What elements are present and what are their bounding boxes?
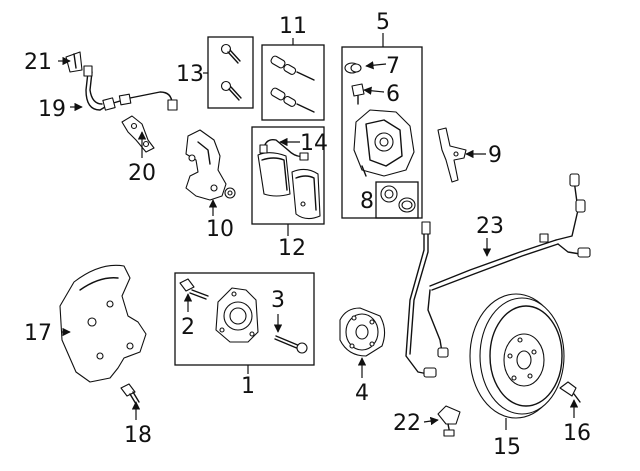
callout-3: 3 [271,288,285,313]
hub-bearing-1 [215,287,259,343]
callout-4: 4 [355,381,369,406]
hose-bracket-20 [121,115,155,153]
callout-15: 15 [493,435,521,460]
splash-shield-17 [59,264,147,383]
callout-1: 1 [241,374,255,399]
caliper-bolts-13 [220,43,242,101]
hub-bolt-2 [179,278,209,300]
callout-7: 7 [386,54,400,79]
callout-6: 6 [386,82,400,107]
caliper-bracket-10 [185,129,236,201]
sensor-bracket-9 [437,127,467,183]
shield-bolt-18 [120,383,140,405]
axle-bolt-3 [274,335,308,354]
wheel-hub-4 [339,307,386,357]
callout-9: 9 [488,143,502,168]
brake-pads-12 [257,152,321,220]
callout-22: 22 [393,411,421,436]
callout-5: 5 [376,10,390,35]
leader-7 [365,61,387,70]
callout-11: 11 [279,14,307,39]
callout-20: 20 [128,161,156,186]
bleeder-cap-7 [344,62,362,74]
callout-16: 16 [563,421,591,446]
seal-kit-8 [380,185,416,213]
callout-2: 2 [181,315,195,340]
callout-8: 8 [360,189,374,214]
callout-23: 23 [476,214,504,239]
callout-12: 12 [278,236,306,261]
callout-19: 19 [38,97,66,122]
callout-21: 21 [24,50,52,75]
abs-harness-23 [405,173,591,378]
callout-13: 13 [176,62,204,87]
caliper-5 [353,109,415,177]
box-1 [174,272,315,366]
abs-sensor-22 [437,405,461,437]
guide-pins-11 [270,55,315,113]
callout-14: 14 [300,131,328,156]
callout-18: 18 [124,423,152,448]
rotor-screw-16 [559,381,581,403]
callout-17: 17 [24,321,52,346]
leader-6 [363,86,385,95]
brake-rotor-15 [469,293,565,419]
callout-10: 10 [206,217,234,242]
brake-hose-19 [83,65,178,111]
box-8 [375,181,419,219]
bracket-clip-21 [65,51,83,73]
box-11 [261,44,325,121]
bleeder-screw-6 [351,83,365,105]
leader-22 [423,416,439,426]
